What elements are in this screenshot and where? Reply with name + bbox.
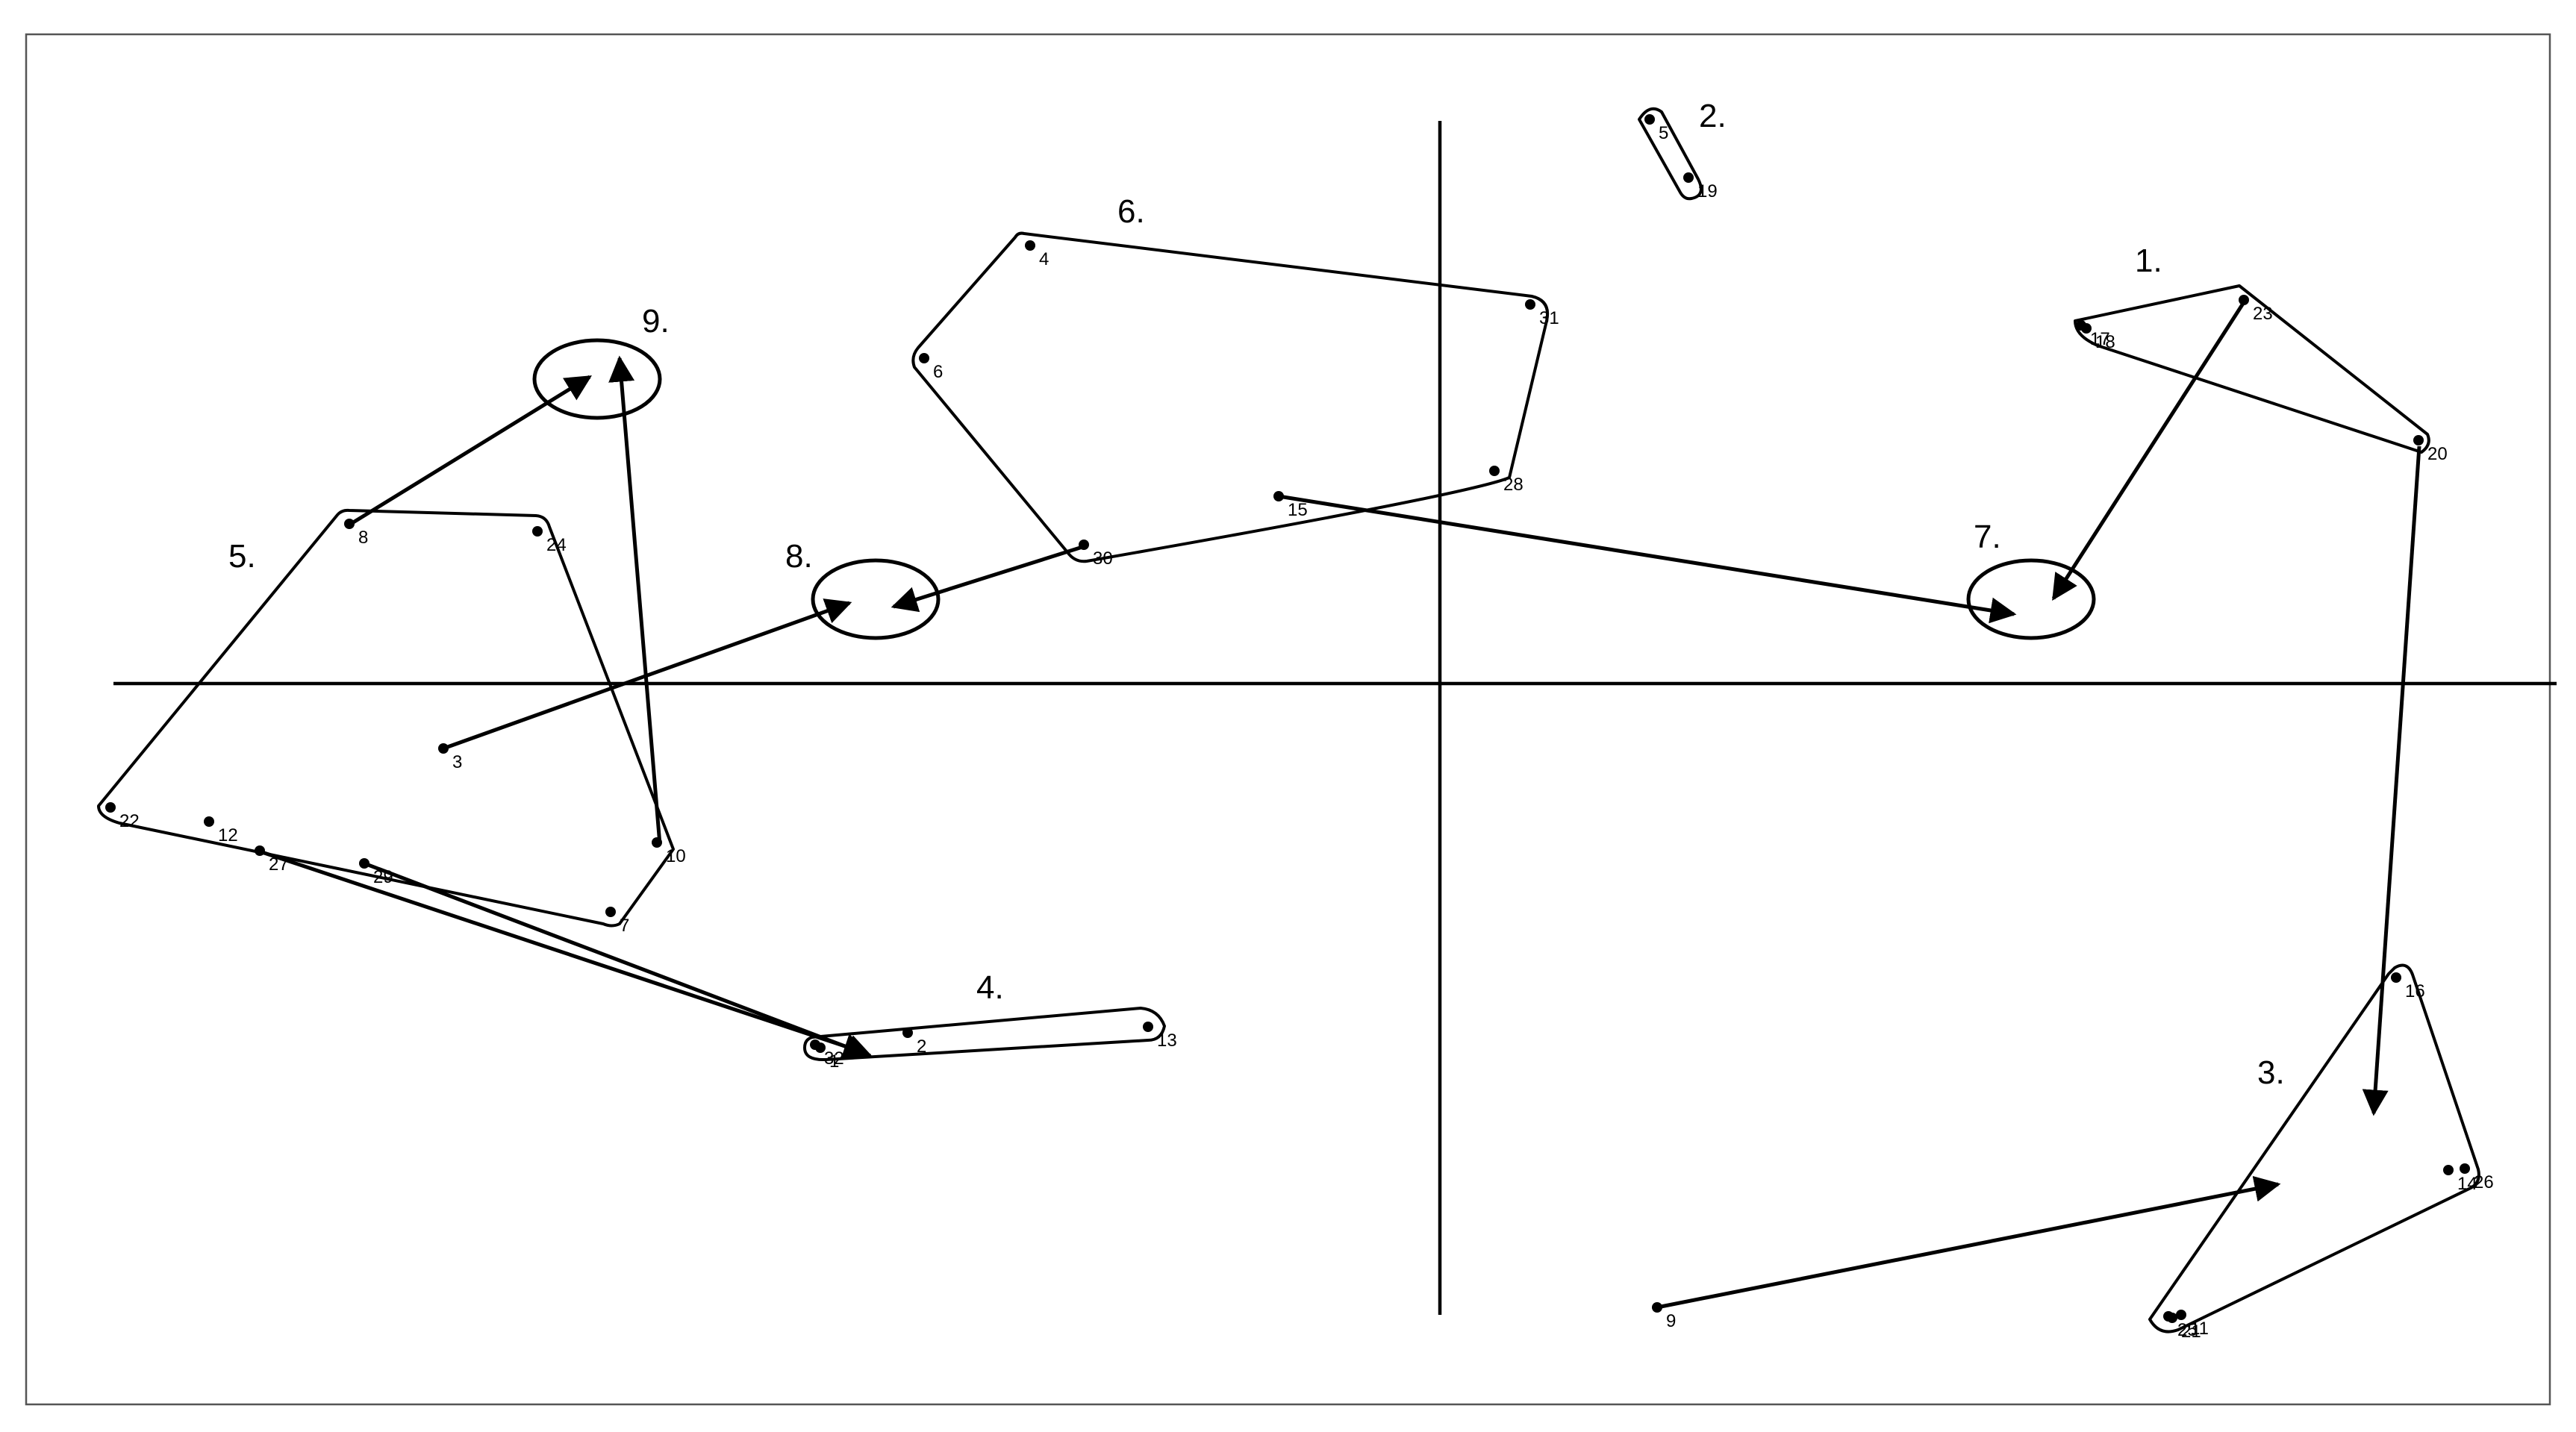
- point-marker-4: [1025, 240, 1035, 251]
- point-marker-16: [2391, 972, 2401, 983]
- point-marker-15: [1273, 491, 1284, 501]
- group-2-outline: [1638, 107, 1703, 201]
- point-label-25: 25: [2177, 1320, 2198, 1340]
- point-marker-24: [532, 526, 543, 537]
- point-label-12: 12: [218, 825, 238, 845]
- point-label-29: 29: [373, 867, 393, 887]
- point-marker-26: [2460, 1163, 2470, 1174]
- arrow-30-to-8: [891, 545, 1083, 613]
- arrow-29-to-4: [364, 861, 873, 1060]
- point-marker-13: [1143, 1022, 1153, 1032]
- point-marker-21: [2167, 1313, 2177, 1323]
- point-marker-10: [652, 837, 662, 848]
- group-9-ellipse: [532, 338, 662, 420]
- point-label-31: 31: [1539, 308, 1559, 328]
- point-marker-17: [2076, 320, 2086, 331]
- point-label-1: 1: [829, 1051, 839, 1072]
- point-label-2: 2: [917, 1037, 926, 1057]
- group-label-1: 1.: [2135, 243, 2162, 279]
- point-label-23: 23: [2253, 304, 2273, 324]
- point-label-3: 3: [452, 752, 462, 772]
- arrow-20-to-3: [2362, 445, 2421, 1116]
- group-label-3: 3.: [2257, 1054, 2285, 1091]
- point-label-27: 27: [269, 854, 289, 875]
- group-4-outline: [803, 1007, 1166, 1062]
- point-label-21: 21: [2181, 1322, 2201, 1342]
- point-marker-30: [1079, 540, 1089, 550]
- group-label-2: 2.: [1699, 98, 1727, 134]
- point-marker-3: [438, 743, 449, 754]
- point-marker-22: [105, 802, 116, 813]
- group-8-ellipse: [811, 558, 941, 640]
- point-label-26: 26: [2474, 1172, 2494, 1192]
- point-marker-2: [902, 1028, 913, 1038]
- point-marker-23: [2239, 295, 2249, 305]
- point-label-30: 30: [1093, 548, 1113, 569]
- point-marker-12: [204, 816, 214, 827]
- point-marker-1: [815, 1042, 826, 1053]
- point-marker-29: [359, 858, 369, 869]
- arrow-8-to-9: [349, 375, 592, 526]
- point-label-19: 19: [1697, 181, 1718, 201]
- group-label-4: 4.: [976, 969, 1004, 1006]
- point-label-18: 18: [2095, 332, 2115, 352]
- point-marker-14: [2443, 1165, 2454, 1175]
- point-marker-8: [344, 519, 355, 529]
- point-marker-5: [1644, 114, 1655, 125]
- arrow-3-to-8: [443, 598, 852, 751]
- group-label-5: 5.: [228, 538, 256, 575]
- arrow-15-to-7: [1278, 494, 2017, 624]
- group-5-outline: [97, 508, 675, 928]
- group-label-9: 9.: [642, 303, 670, 340]
- group-3-outline: [2148, 963, 2480, 1333]
- point-marker-9: [1652, 1302, 1662, 1313]
- arrow-10-to-9: [608, 355, 662, 845]
- point-marker-19: [1683, 172, 1694, 183]
- point-marker-27: [255, 845, 265, 856]
- group-label-7: 7.: [1974, 519, 2001, 555]
- point-marker-7: [605, 907, 616, 917]
- point-marker-20: [2413, 435, 2424, 445]
- point-label-16: 16: [2405, 981, 2425, 1001]
- point-label-7: 7: [620, 916, 629, 936]
- point-label-6: 6: [933, 362, 943, 382]
- point-marker-6: [919, 353, 929, 363]
- point-label-22: 22: [119, 811, 140, 831]
- point-label-5: 5: [1659, 123, 1668, 143]
- point-label-20: 20: [2427, 444, 2448, 464]
- arrow-23-to-7: [2051, 298, 2248, 601]
- point-label-9: 9: [1666, 1311, 1676, 1331]
- point-label-17: 17: [2090, 329, 2110, 349]
- point-label-4: 4: [1039, 249, 1049, 269]
- group-6-outline: [911, 231, 1549, 563]
- point-label-13: 13: [1157, 1031, 1177, 1051]
- point-label-11: 11: [2190, 1319, 2209, 1339]
- point-marker-31: [1525, 299, 1535, 310]
- point-marker-28: [1489, 466, 1500, 476]
- group-7-ellipse: [1966, 558, 2096, 640]
- group-1-outline: [2074, 284, 2430, 454]
- point-label-28: 28: [1503, 475, 1524, 495]
- diagram-border: [25, 33, 2551, 1406]
- group-label-8: 8.: [785, 538, 813, 575]
- arrow-27-to-4: [257, 848, 870, 1059]
- arrow-9-to-3: [1656, 1175, 2281, 1310]
- point-label-8: 8: [358, 528, 368, 548]
- point-label-32: 32: [824, 1048, 844, 1069]
- point-label-14: 14: [2457, 1174, 2477, 1194]
- group-label-6: 6.: [1117, 193, 1145, 230]
- point-label-10: 10: [666, 846, 686, 866]
- point-marker-11: [2176, 1310, 2186, 1320]
- point-label-15: 15: [1288, 500, 1308, 520]
- point-label-24: 24: [546, 535, 567, 555]
